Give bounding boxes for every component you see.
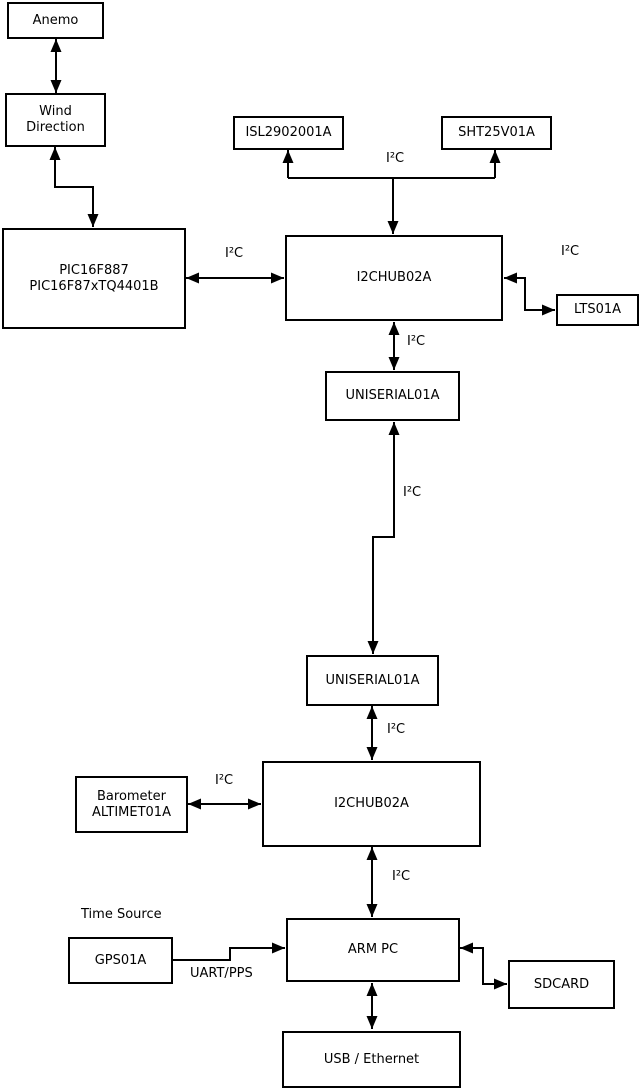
connector-gps-armpc — [172, 942, 285, 961]
box-usb-ethernet-label: USB / Ethernet — [323, 1051, 420, 1067]
box-isl-sensor-label: ISL2902001A — [245, 125, 332, 140]
box-pic-controller: PIC16F887 PIC16F87xTQ4401B — [2, 228, 186, 329]
edge-label-i2c-uniserial2-hub2: I²C — [387, 722, 406, 737]
connector-uniserial1-uniserial2 — [367, 422, 400, 654]
connector-hub1-lts — [504, 272, 555, 316]
box-arm-pc: ARM PC — [286, 918, 460, 982]
box-anemo-label: Anemo — [32, 12, 79, 28]
box-sht-sensor-label: SHT25V01A — [458, 125, 535, 140]
edge-label-i2c-barometer-hub2: I²C — [215, 773, 234, 788]
connector-wind-pic — [49, 147, 99, 227]
connector-armpc-sdcard — [460, 942, 507, 990]
box-lts-sensor: LTS01A — [556, 294, 639, 326]
box-lts-sensor-label: LTS01A — [573, 302, 622, 317]
box-uniserial-2: UNISERIAL01A — [306, 655, 439, 706]
box-gps-label: GPS01A — [94, 952, 147, 968]
box-i2c-hub-2-label: I2CHUB02A — [334, 796, 409, 811]
box-uniserial-1: UNISERIAL01A — [325, 371, 460, 421]
box-i2c-hub-2: I2CHUB02A — [262, 761, 481, 847]
box-uniserial-2-label: UNISERIAL01A — [325, 672, 420, 688]
box-sdcard: SDCARD — [508, 960, 615, 1009]
edge-label-i2c-hub1-lts: I²C — [561, 244, 580, 259]
box-uniserial-1-label: UNISERIAL01A — [345, 388, 440, 403]
edge-label-i2c-hub2-armpc: I²C — [392, 869, 411, 884]
box-anemo: Anemo — [7, 2, 104, 39]
box-usb-ethernet: USB / Ethernet — [282, 1031, 461, 1088]
edge-label-i2c-hub1-uniserial1: I²C — [407, 334, 426, 349]
box-isl-sensor: ISL2902001A — [233, 116, 344, 150]
edge-label-i2c-pic-hub1: I²C — [225, 246, 244, 261]
box-wind-direction-label: Wind Direction — [26, 104, 85, 135]
box-arm-pc-label: ARM PC — [347, 942, 399, 957]
box-sdcard-label: SDCARD — [533, 976, 590, 992]
box-pic-controller-label: PIC16F887 PIC16F87xTQ4401B — [29, 262, 159, 294]
edge-label-uart-pps: UART/PPS — [190, 966, 253, 981]
box-barometer-label: Barometer ALTIMET01A — [92, 788, 171, 820]
box-gps: GPS01A — [68, 937, 173, 984]
edge-label-i2c-uniserial-link: I²C — [403, 485, 422, 500]
box-i2c-hub-1: I2CHUB02A — [285, 235, 503, 321]
edge-label-i2c-sensor-branch: I²C — [386, 151, 405, 166]
box-wind-direction: Wind Direction — [5, 93, 106, 147]
box-barometer: Barometer ALTIMET01A — [75, 776, 188, 833]
box-i2c-hub-1-label: I2CHUB02A — [356, 270, 432, 285]
box-sht-sensor: SHT25V01A — [441, 116, 552, 150]
edge-label-time-source: Time Source — [81, 907, 162, 922]
